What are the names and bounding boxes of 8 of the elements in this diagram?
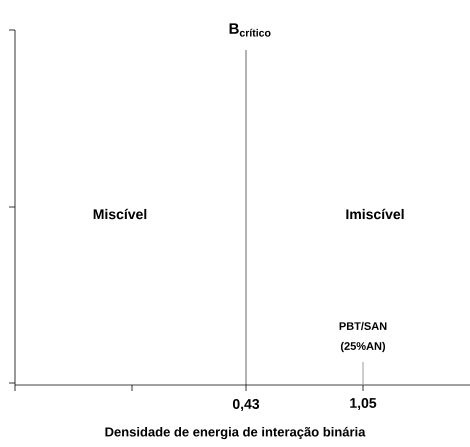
boundary-label: B$_{crítico}$ (230, 23, 271, 37)
sample-label: PBT/SAN (340, 322, 386, 330)
sample-label: (25%AN) (340, 342, 386, 352)
tick-label: 1,05 (350, 398, 376, 410)
region-label: Imiscível (346, 208, 404, 220)
axis-title: Densidade de energia de interação binária (105, 426, 366, 440)
region-label: Miscível (94, 208, 146, 220)
tick-label: 0,43 (232, 399, 260, 411)
